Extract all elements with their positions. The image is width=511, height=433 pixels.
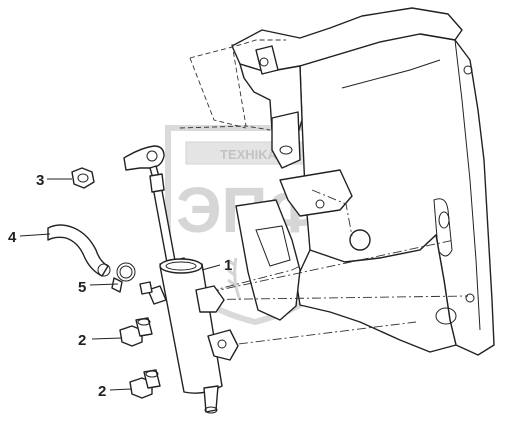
part-2-bolt-lower	[129, 369, 161, 399]
callout-4: 4	[8, 229, 17, 246]
callout-1: 1	[224, 257, 232, 274]
callout-5: 5	[78, 279, 86, 296]
mounting-bracket	[231, 7, 495, 356]
part-3-nut	[71, 167, 95, 189]
part-1-clutch-master-cylinder	[123, 145, 239, 414]
part-2-bolt-upper	[119, 317, 153, 347]
watermark-brand-text: TEXHIKA	[220, 147, 278, 162]
callout-2-lower: 2	[98, 383, 106, 400]
part-5-clamp	[111, 262, 136, 293]
callout-2-upper: 2	[78, 332, 86, 349]
part-4-hose	[47, 224, 111, 277]
callout-3: 3	[36, 172, 44, 189]
callouts: 1 2 2 3 4 5	[8, 172, 232, 400]
leader-lines	[19, 178, 221, 391]
